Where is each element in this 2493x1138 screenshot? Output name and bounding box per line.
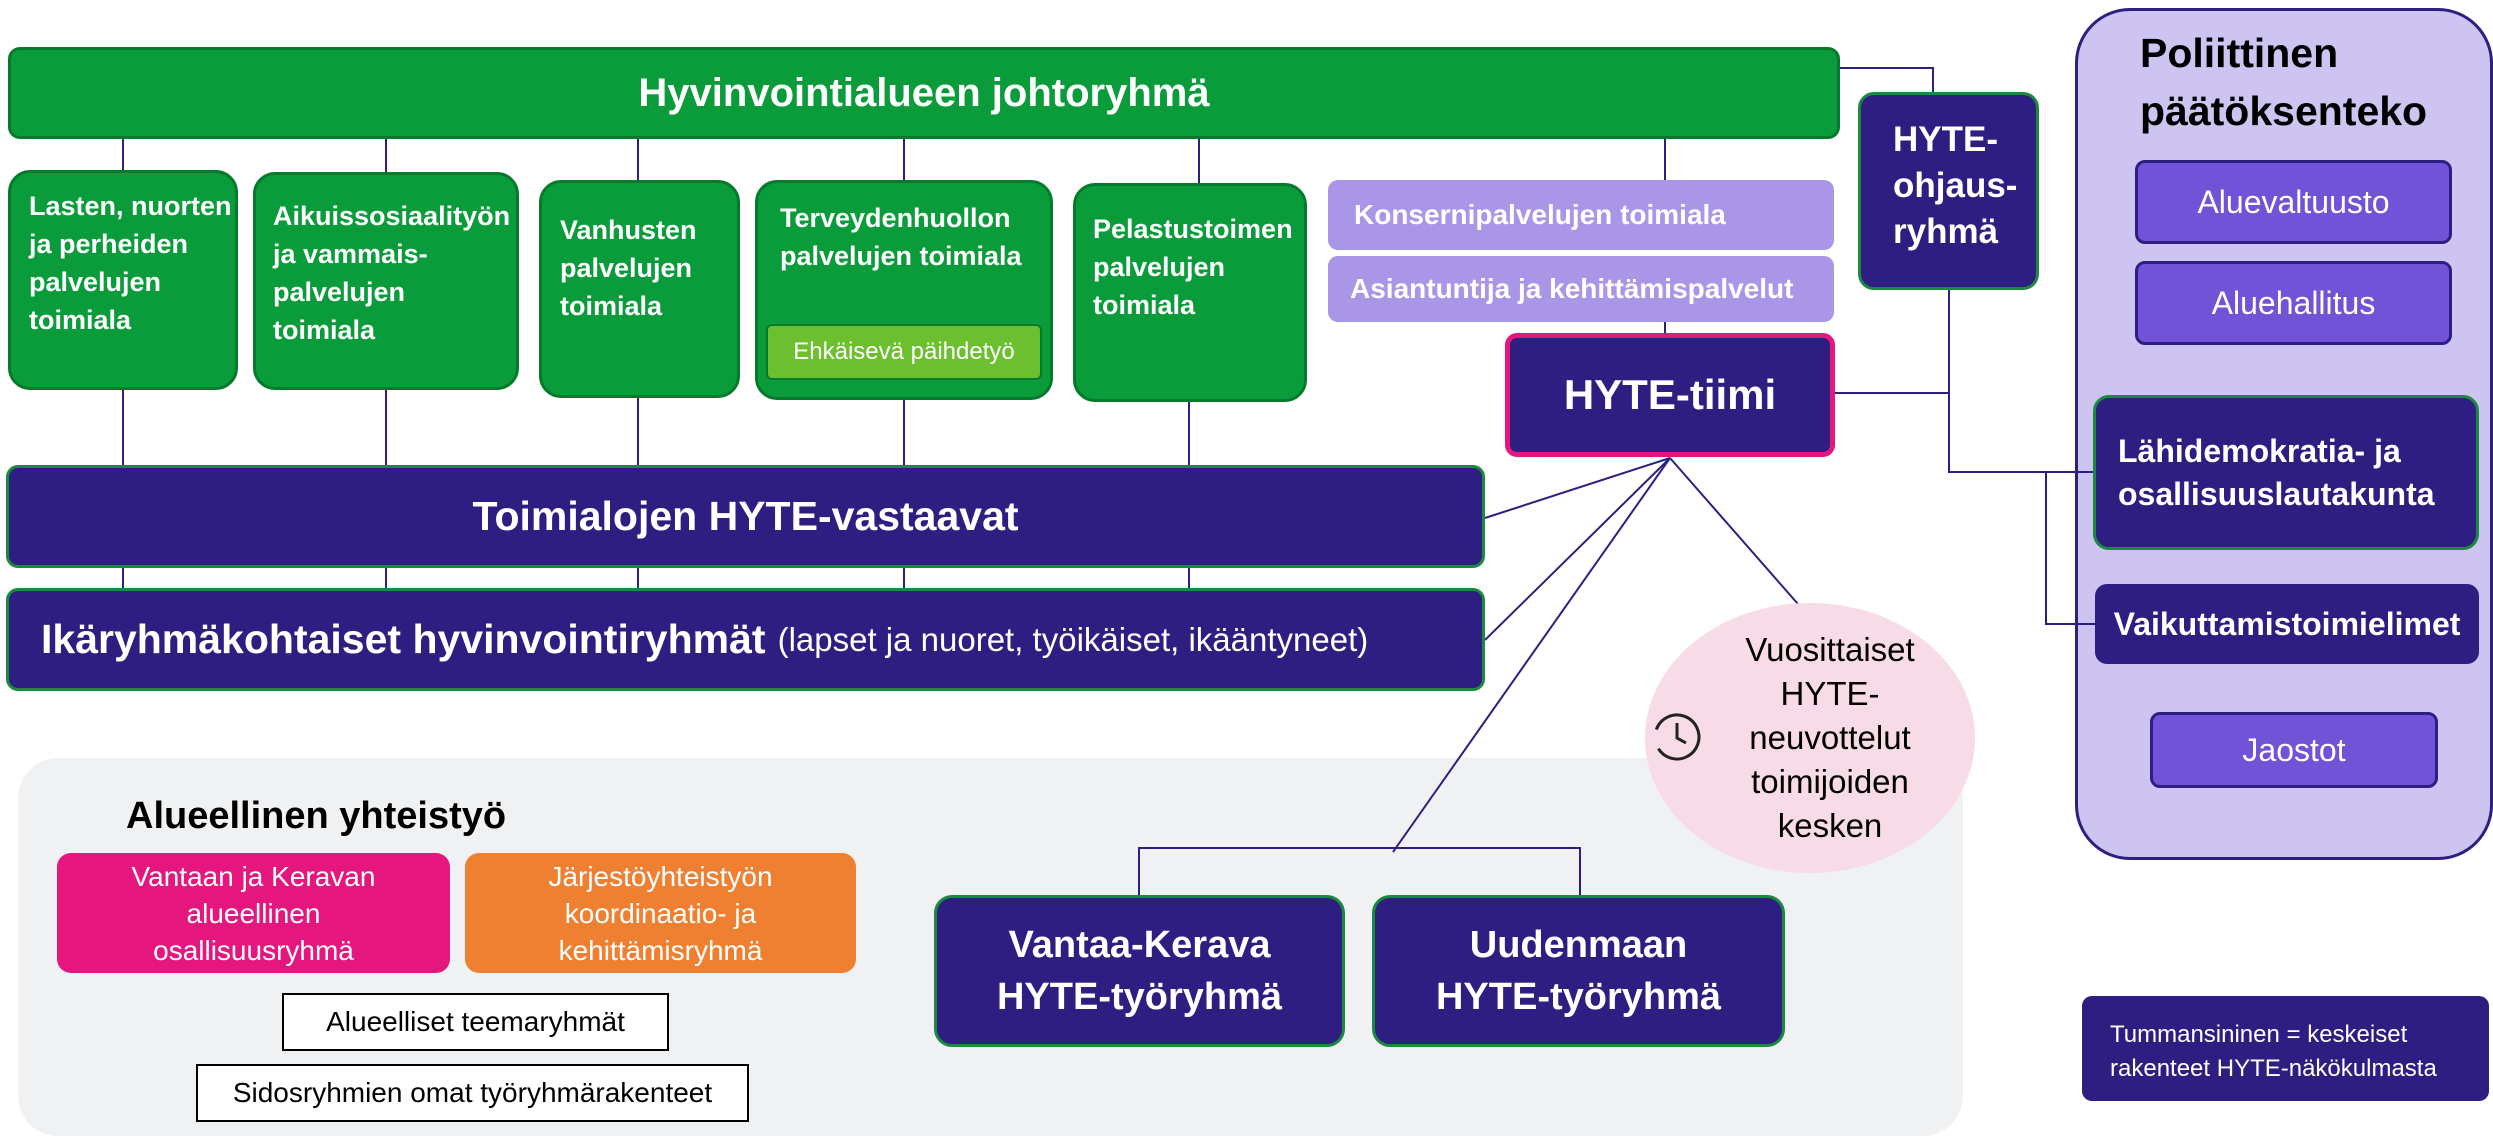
hyte-team-label: HYTE-tiimi xyxy=(1563,371,1777,418)
division-children-families: Lasten, nuorten ja perheiden palvelujen … xyxy=(8,170,238,390)
division-label: Lasten, nuorten ja perheiden palvelujen … xyxy=(29,191,232,335)
division-label: Pelastustoimen palvelujen toimiala xyxy=(1093,214,1293,320)
substance-prevention-box: Ehkäisevä päihdetyö xyxy=(766,324,1042,380)
hyte-responsibles-box: Toimialojen HYTE-vastaavat xyxy=(6,465,1485,568)
annual-negotiations-text: Vuosittaiset HYTE-neuvottelut toimijoide… xyxy=(1745,631,1915,844)
hyte-team-box: HYTE-tiimi xyxy=(1505,333,1835,457)
theme-groups-label: Alueelliset teemaryhmät xyxy=(326,1006,625,1037)
leadership-group-box: Hyvinvointialueen johtoryhmä xyxy=(8,47,1840,139)
division-label: Aikuissosiaalityön ja vammais-palvelujen… xyxy=(273,201,511,345)
participation-group-label: Vantaan ja Keravan alueellinen osallisuu… xyxy=(131,860,376,966)
ngo-coordination-label: Järjestöyhteistyön koordinaatio- ja kehi… xyxy=(548,860,773,966)
clock-icon xyxy=(1653,713,1701,761)
division-elderly: Vanhusten palvelujen toimiala xyxy=(539,180,740,398)
age-group-detail-label: (lapset ja nuoret, työikäiset, ikääntyne… xyxy=(777,620,1369,658)
division-adult-disability: Aikuissosiaalityön ja vammais-palvelujen… xyxy=(253,172,519,390)
regional-cooperation-heading: Alueellinen yhteistyö xyxy=(126,795,507,837)
local-democracy-committee-box: Lähidemokratia- ja osallisuuslautakunta xyxy=(2093,395,2479,550)
division-label: Vanhusten palvelujen toimiala xyxy=(560,215,697,321)
regional-board-box: Aluehallitus xyxy=(2135,261,2452,345)
influence-bodies-box: Vaikuttamistoimielimet xyxy=(2095,584,2479,664)
stakeholder-groups-box: Sidosryhmien omat työryhmärakenteet xyxy=(196,1064,749,1122)
division-label: Terveydenhuollon palvelujen toimiala xyxy=(780,203,1022,271)
substance-prevention-label: Ehkäisevä päihdetyö xyxy=(793,338,1015,365)
participation-group-box: Vantaan ja Keravan alueellinen osallisuu… xyxy=(57,853,450,973)
sections-label: Jaostot xyxy=(2242,731,2346,768)
regional-council-box: Aluevaltuusto xyxy=(2135,160,2452,244)
uusimaa-working-group-box: Uudenmaan HYTE-työryhmä xyxy=(1372,895,1785,1047)
age-group-wellbeing-box: Ikäryhmäkohtaiset hyvinvointiryhmät (lap… xyxy=(6,588,1485,691)
group-services-label: Konsernipalvelujen toimiala xyxy=(1354,199,1726,230)
ngo-coordination-box: Järjestöyhteistyön koordinaatio- ja kehi… xyxy=(465,853,856,973)
vantaa-kerava-working-group-box: Vantaa-Kerava HYTE-työryhmä xyxy=(934,895,1345,1047)
expert-services-box: Asiantuntija ja kehittämispalvelut xyxy=(1328,256,1834,322)
annual-negotiations-bubble: Vuosittaiset HYTE-neuvottelut toimijoide… xyxy=(1645,603,1975,873)
theme-groups-box: Alueelliset teemaryhmät xyxy=(282,993,669,1051)
vantaa-kerava-working-group-label: Vantaa-Kerava HYTE-työryhmä xyxy=(996,924,1283,1018)
sections-box: Jaostot xyxy=(2150,712,2438,788)
hyte-responsibles-label: Toimialojen HYTE-vastaavat xyxy=(472,493,1019,539)
legend-box: Tummansininen = keskeiset rakenteet HYTE… xyxy=(2082,996,2489,1101)
local-democracy-committee-label: Lähidemokratia- ja osallisuuslautakunta xyxy=(2118,432,2435,512)
uusimaa-working-group-label: Uudenmaan HYTE-työryhmä xyxy=(1435,924,1722,1018)
influence-bodies-label: Vaikuttamistoimielimet xyxy=(2113,605,2461,642)
regional-council-label: Aluevaltuusto xyxy=(2197,183,2390,220)
division-rescue: Pelastustoimen palvelujen toimiala xyxy=(1073,183,1307,402)
hyte-steering-group-box: HYTE-ohjaus-ryhmä xyxy=(1858,92,2039,290)
leadership-group-title: Hyvinvointialueen johtoryhmä xyxy=(638,70,1210,115)
age-group-main-label: Ikäryhmäkohtaiset hyvinvointiryhmät xyxy=(41,616,766,662)
regional-board-label: Aluehallitus xyxy=(2211,284,2376,321)
stakeholder-groups-label: Sidosryhmien omat työryhmärakenteet xyxy=(232,1077,713,1108)
hyte-steering-group-label: HYTE-ohjaus-ryhmä xyxy=(1893,120,2018,251)
expert-services-label: Asiantuntija ja kehittämispalvelut xyxy=(1350,273,1794,304)
legend-text: Tummansininen = keskeiset rakenteet HYTE… xyxy=(2110,1021,2437,1082)
group-services-box: Konsernipalvelujen toimiala xyxy=(1328,180,1834,250)
political-decision-title: Poliittinen päätöksenteko xyxy=(2140,30,2428,134)
